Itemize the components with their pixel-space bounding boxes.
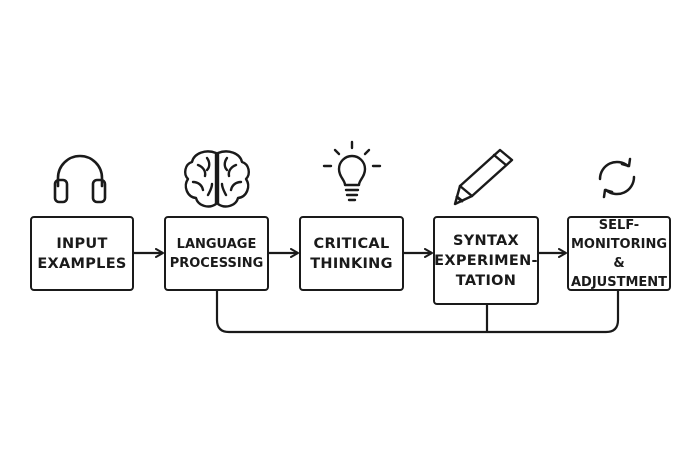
stage-label-input-examples: INPUT EXAMPLES bbox=[37, 235, 127, 272]
brain-icon bbox=[184, 150, 250, 208]
feedback-loop-line bbox=[215, 290, 620, 334]
refresh-cycle-icon bbox=[598, 157, 636, 199]
stage-label-critical-thinking: CRITICAL THINKING bbox=[310, 235, 393, 272]
headphones-icon bbox=[53, 154, 107, 204]
pencil-icon bbox=[453, 148, 514, 206]
stage-label-syntax-experimentation: SYNTAX EXPERIMEN- TATION bbox=[434, 232, 538, 289]
stage-box-language-processing: LANGUAGE PROCESSING bbox=[164, 216, 269, 291]
stage-box-self-monitoring: SELF- MONITORING & ADJUSTMENT bbox=[567, 216, 671, 291]
stage-label-self-monitoring: SELF- MONITORING & ADJUSTMENT bbox=[570, 217, 668, 290]
stage-box-critical-thinking: CRITICAL THINKING bbox=[299, 216, 404, 291]
stage-label-language-processing: LANGUAGE PROCESSING bbox=[169, 236, 264, 271]
stage-box-input-examples: INPUT EXAMPLES bbox=[30, 216, 134, 291]
stage-box-syntax-experimentation: SYNTAX EXPERIMEN- TATION bbox=[433, 216, 539, 305]
lightbulb-icon bbox=[322, 140, 382, 202]
